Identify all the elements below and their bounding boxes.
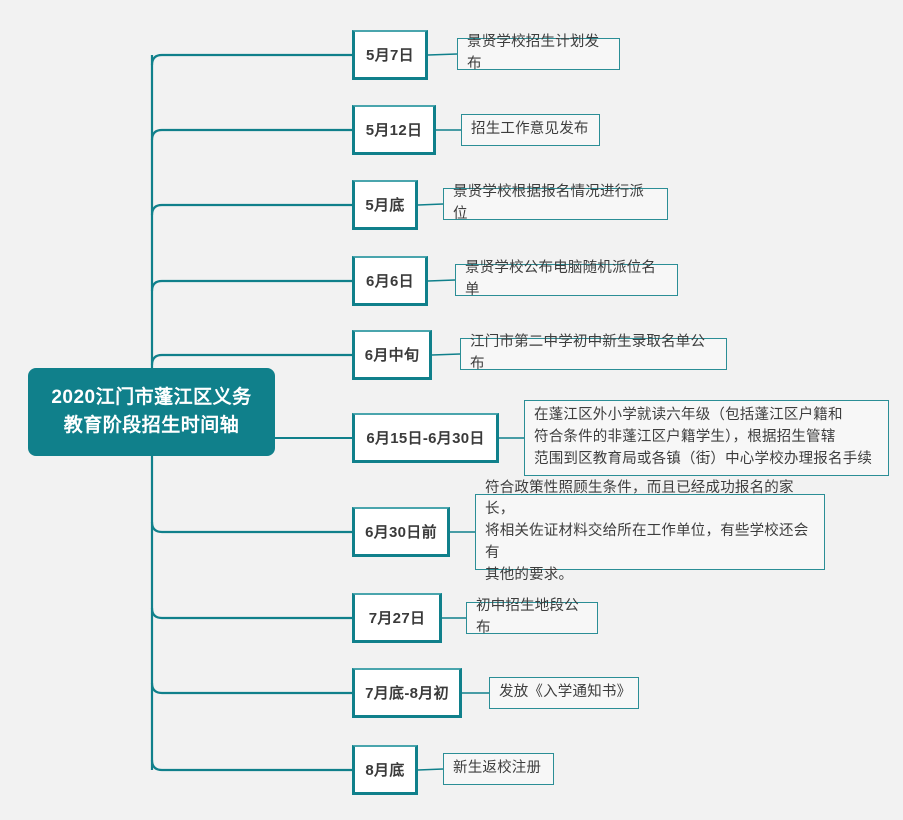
timeline-date-label: 6月30日前: [365, 524, 437, 541]
timeline-date-node[interactable]: 7月底-8月初: [352, 668, 462, 718]
timeline-description-label: 在蓬江区外小学就读六年级（包括蓬江区户籍和 符合条件的非蓬江区户籍学生），根据招…: [534, 407, 873, 467]
timeline-date-node[interactable]: 5月12日: [352, 105, 436, 155]
timeline-date-label: 6月中旬: [364, 347, 420, 364]
timeline-date-label: 6月6日: [366, 273, 414, 290]
timeline-description-node[interactable]: 发放《入学通知书》: [489, 677, 639, 709]
timeline-description-node[interactable]: 江门市第二中学初中新生录取名单公布: [460, 334, 727, 372]
root-node-title: 2020江门市蓬江区义务 教育阶段招生时间轴: [51, 387, 252, 436]
timeline-date-label: 7月27日: [368, 610, 426, 627]
timeline-description-node[interactable]: 初中招生地段公布: [466, 598, 598, 636]
timeline-description-node[interactable]: 新生返校注册: [443, 753, 554, 785]
timeline-description-label: 初中招生地段公布: [476, 598, 579, 636]
timeline-description-label: 江门市第二中学初中新生录取名单公布: [470, 334, 706, 372]
timeline-description-label: 新生返校注册: [453, 760, 542, 777]
timeline-description-label: 景贤学校公布电脑随机派位名单: [465, 260, 657, 298]
timeline-description-label: 景贤学校招生计划发布: [467, 34, 600, 72]
timeline-date-label: 5月底: [365, 197, 405, 214]
timeline-description-node[interactable]: 符合政策性照顾生条件，而且已经成功报名的家长， 将相关佐证材料交给所在工作单位，…: [475, 480, 825, 583]
timeline-description-node[interactable]: 景贤学校根据报名情况进行派位: [443, 184, 668, 222]
timeline-date-node[interactable]: 7月27日: [352, 593, 442, 643]
timeline-date-node[interactable]: 6月30日前: [352, 507, 450, 557]
timeline-description-node[interactable]: 招生工作意见发布: [461, 114, 600, 146]
timeline-date-node[interactable]: 6月中旬: [352, 330, 432, 380]
timeline-description-node[interactable]: 景贤学校招生计划发布: [457, 34, 620, 72]
timeline-description-label: 景贤学校根据报名情况进行派位: [453, 184, 645, 222]
timeline-date-node[interactable]: 5月7日: [352, 30, 428, 80]
timeline-date-label: 5月12日: [365, 122, 423, 139]
timeline-description-label: 发放《入学通知书》: [499, 684, 632, 701]
timeline-description-label: 符合政策性照顾生条件，而且已经成功报名的家长， 将相关佐证材料交给所在工作单位，…: [485, 479, 809, 583]
timeline-date-label: 8月底: [365, 762, 405, 779]
timeline-date-label: 7月底-8月初: [365, 685, 449, 702]
timeline-date-node[interactable]: 8月底: [352, 745, 418, 795]
timeline-date-label: 6月15日-6月30日: [366, 430, 485, 447]
timeline-description-node[interactable]: 景贤学校公布电脑随机派位名单: [455, 260, 678, 298]
root-node[interactable]: 2020江门市蓬江区义务 教育阶段招生时间轴: [28, 368, 275, 456]
timeline-description-label: 招生工作意见发布: [471, 121, 589, 138]
timeline-date-node[interactable]: 6月6日: [352, 256, 428, 306]
timeline-date-node[interactable]: 5月底: [352, 180, 418, 230]
timeline-description-node[interactable]: 在蓬江区外小学就读六年级（包括蓬江区户籍和 符合条件的非蓬江区户籍学生），根据招…: [524, 400, 889, 476]
timeline-date-label: 5月7日: [366, 47, 414, 64]
timeline-date-node[interactable]: 6月15日-6月30日: [352, 413, 499, 463]
